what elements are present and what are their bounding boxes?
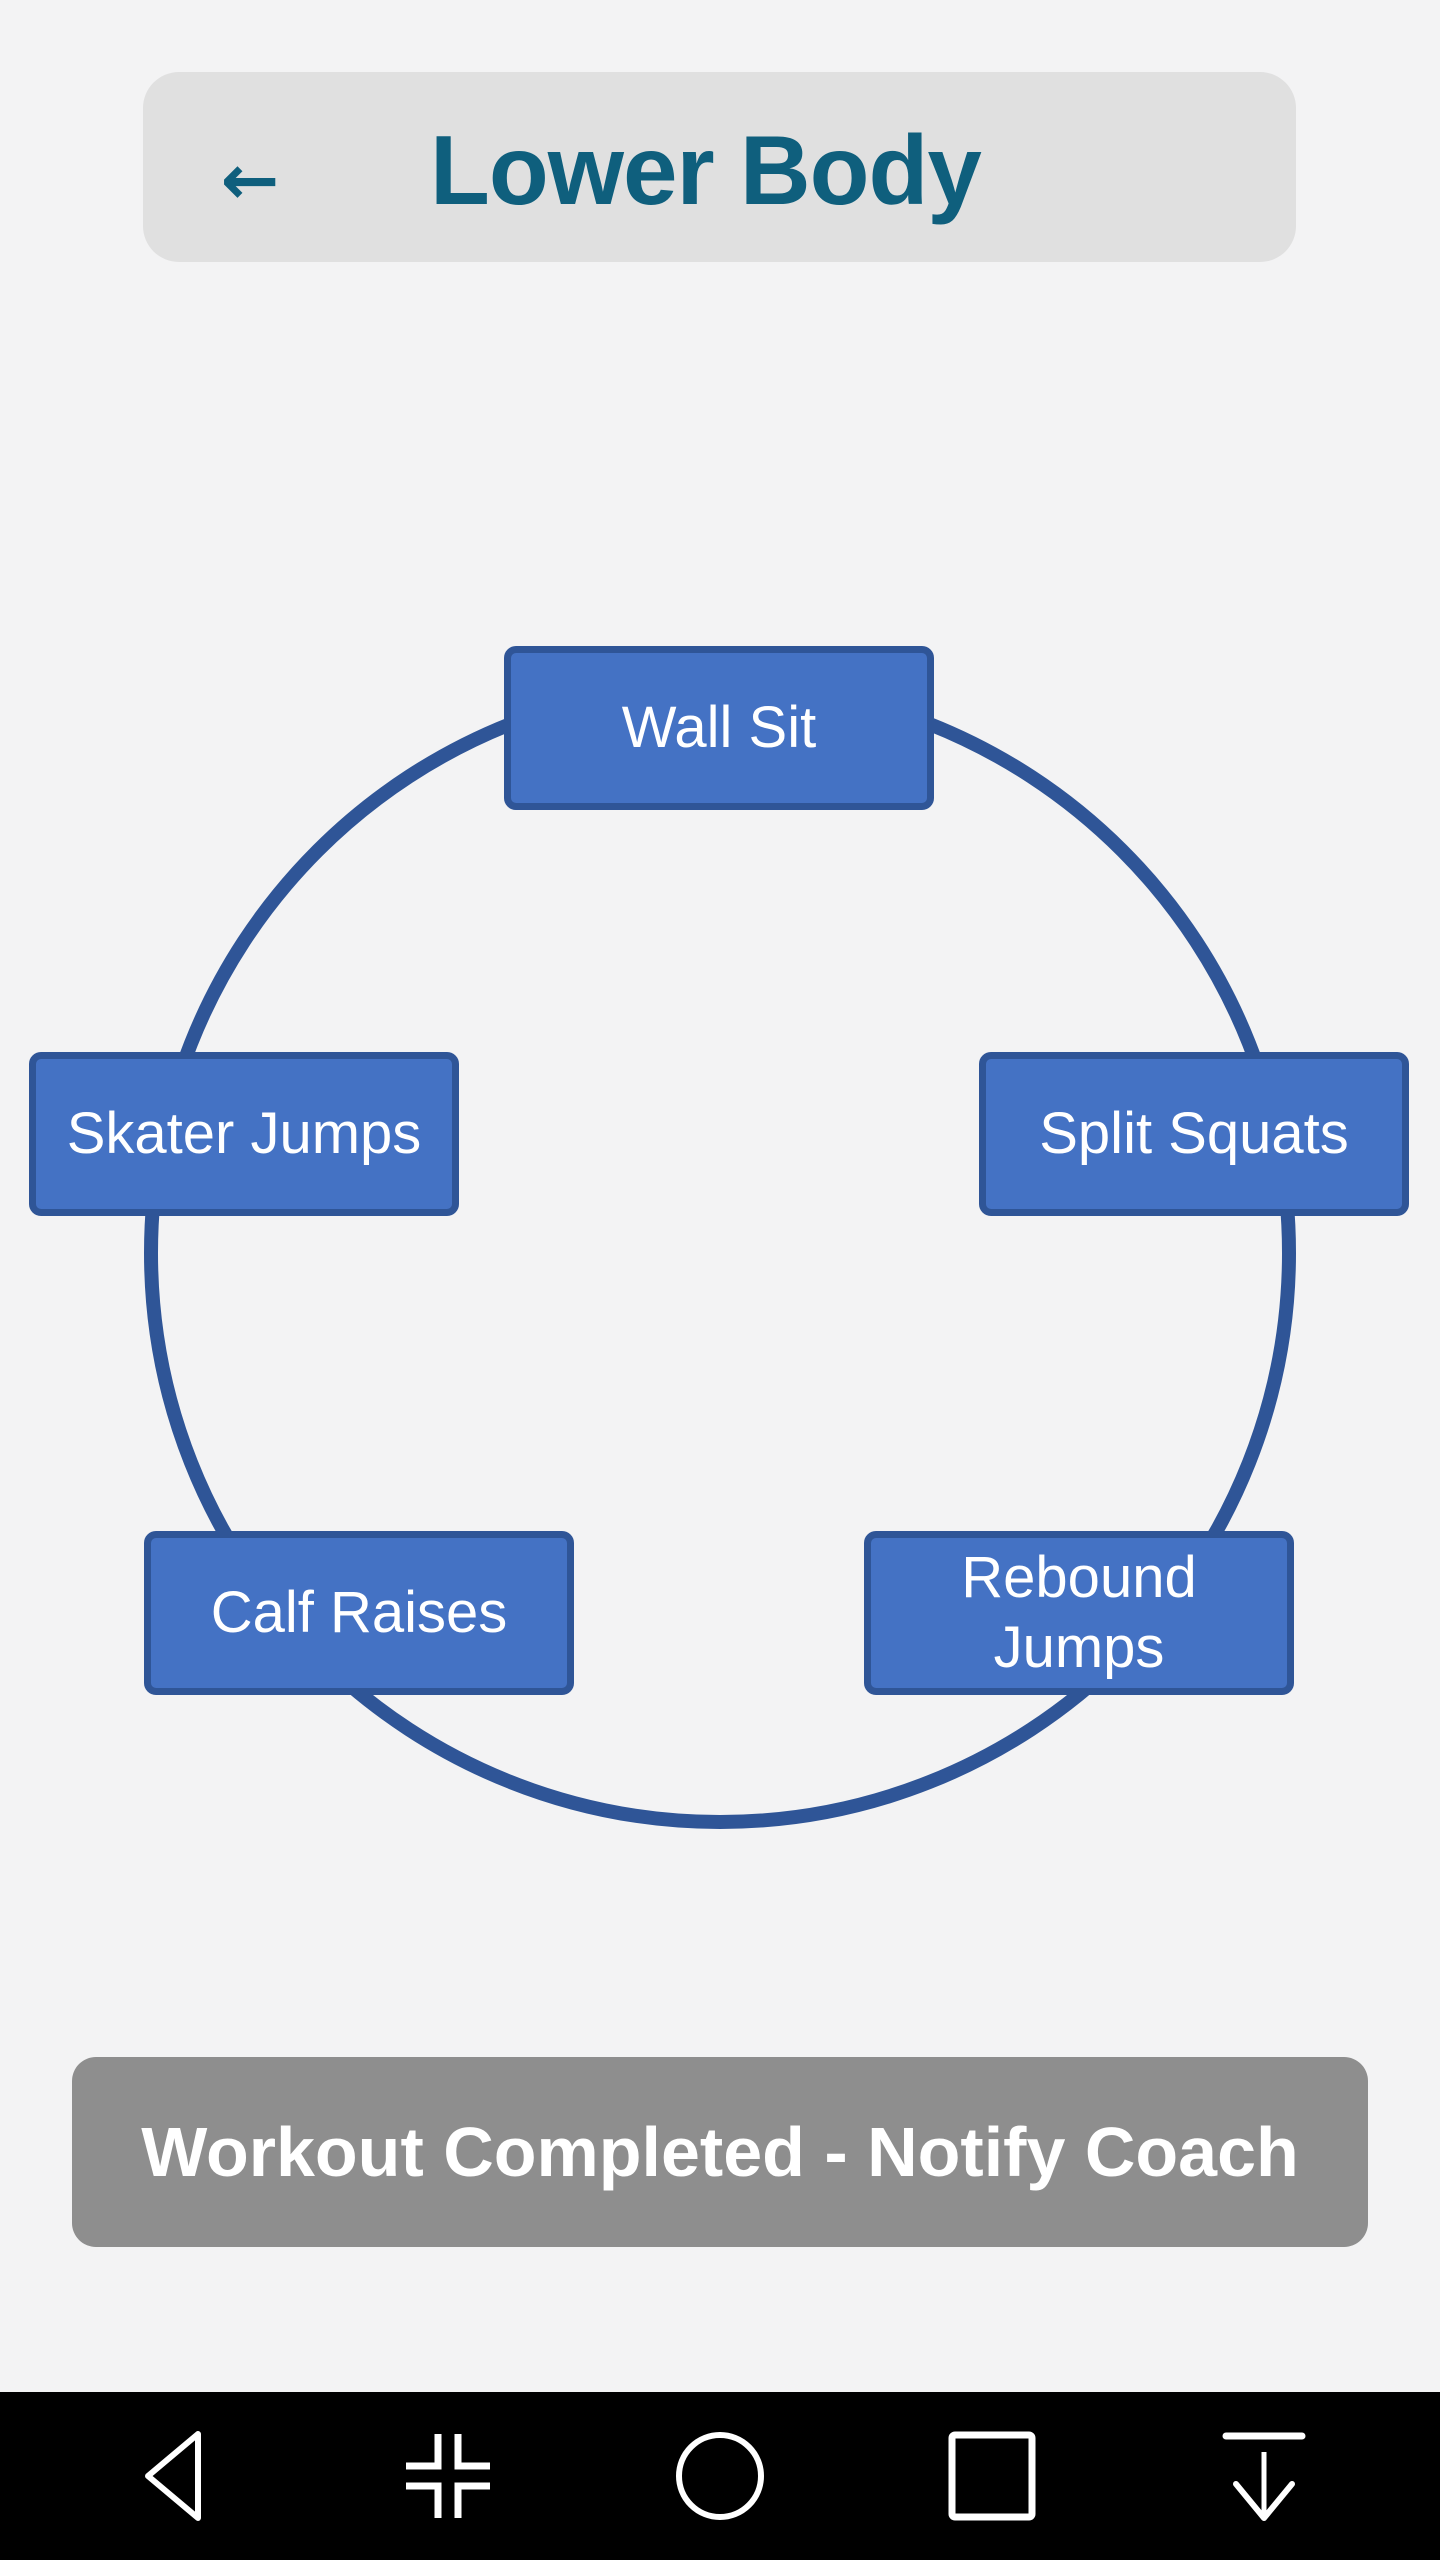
back-button[interactable]: ← [205, 130, 295, 230]
page-title: Lower Body [430, 115, 982, 225]
system-nav-bar [0, 2392, 1440, 2560]
download-arrow-icon [1222, 2432, 1306, 2521]
compress-icon [406, 2434, 490, 2518]
nav-compress-button[interactable] [368, 2392, 528, 2560]
nav-recents-button[interactable] [912, 2392, 1072, 2560]
notify-coach-button[interactable]: Workout Completed - Notify Coach [72, 2057, 1368, 2247]
node-skater-jumps[interactable]: Skater Jumps [29, 1052, 459, 1216]
header-bar [143, 72, 1296, 262]
back-triangle-icon [145, 2431, 201, 2521]
node-label: Rebound Jumps [961, 1545, 1197, 1680]
node-label: Calf Raises [210, 1580, 508, 1645]
home-circle-icon [676, 2432, 764, 2520]
node-calf-raises[interactable]: Calf Raises [144, 1531, 574, 1695]
recents-square-icon [948, 2431, 1036, 2521]
node-split-squats[interactable]: Split Squats [979, 1052, 1409, 1216]
node-label: Wall Sit [621, 695, 817, 760]
node-label: Skater Jumps [66, 1101, 422, 1166]
node-rebound-jumps[interactable]: Rebound Jumps [864, 1531, 1294, 1695]
nav-home-button[interactable] [640, 2392, 800, 2560]
node-label: Split Squats [1039, 1101, 1349, 1166]
node-wall-sit[interactable]: Wall Sit [504, 646, 934, 810]
back-arrow-icon: ← [220, 139, 280, 221]
nav-back-button[interactable] [96, 2392, 256, 2560]
nav-download-button[interactable] [1184, 2392, 1344, 2560]
